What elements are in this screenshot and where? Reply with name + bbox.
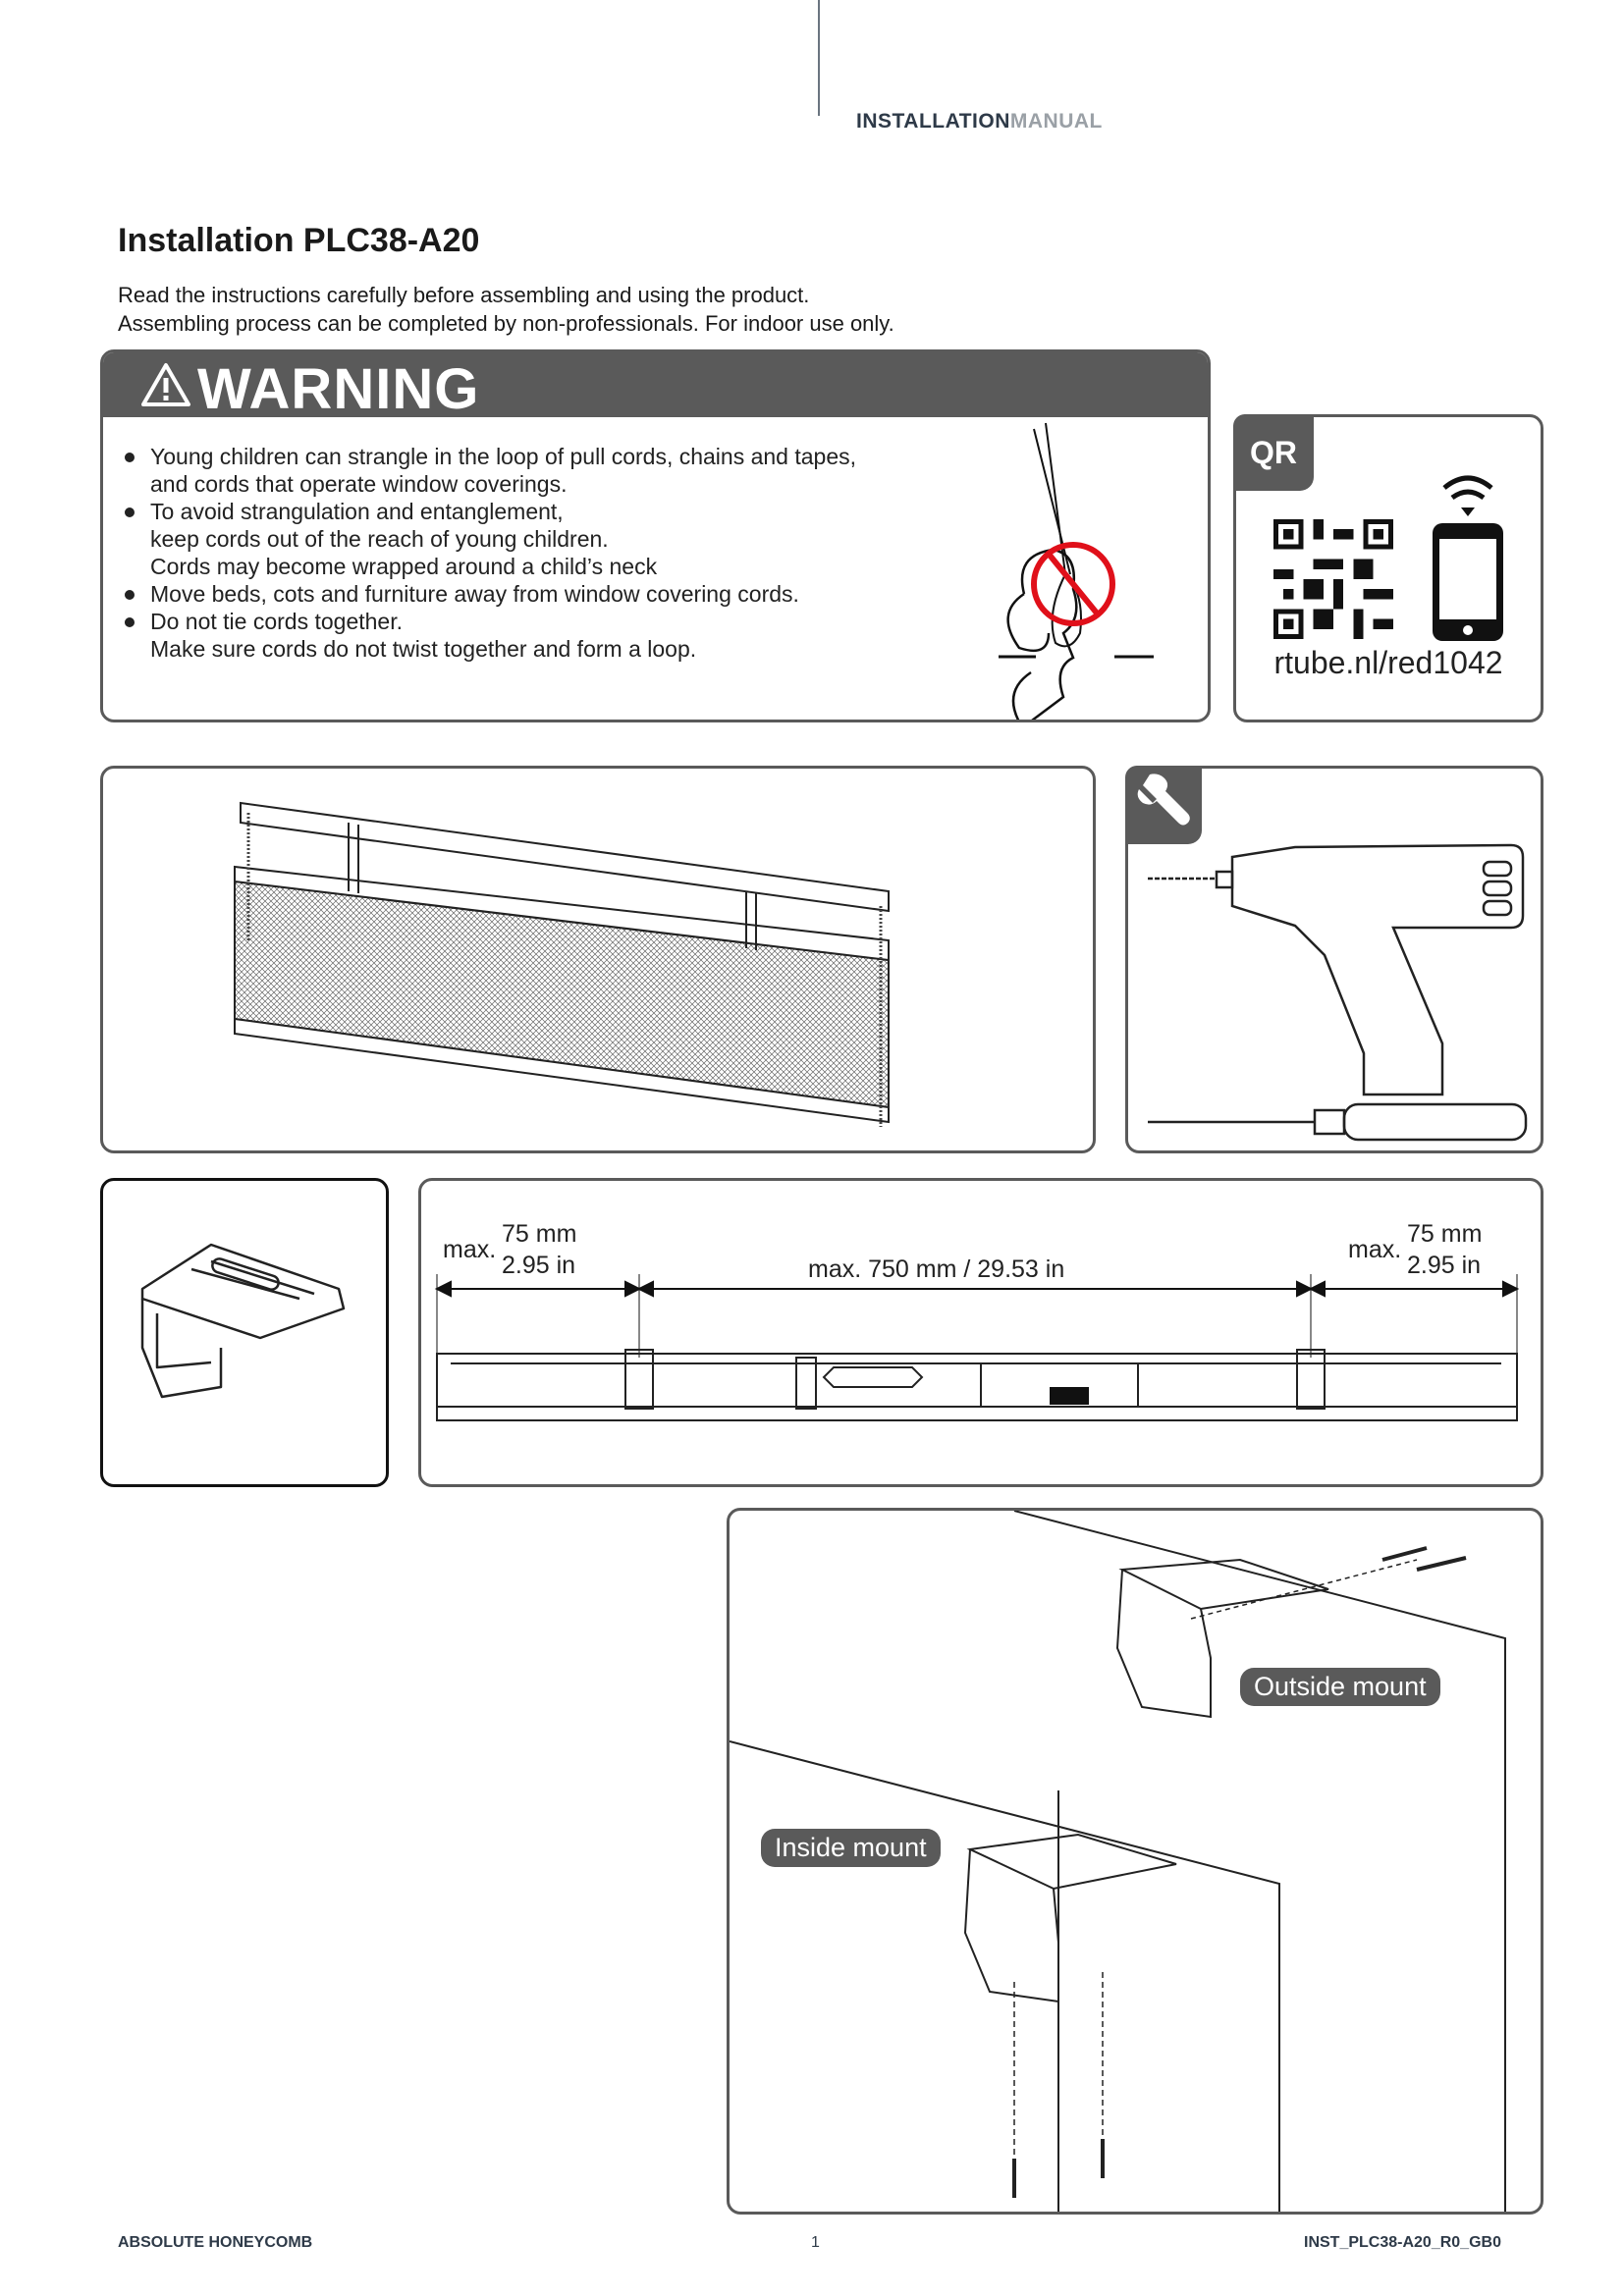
header-divider xyxy=(818,0,820,116)
intro-line: Read the instructions carefully before a… xyxy=(118,283,810,307)
warning-item: Young children can strangle in the loop … xyxy=(121,443,856,498)
warning-triangle-icon xyxy=(141,363,190,406)
page-title: Installation PLC38-A20 xyxy=(118,222,480,259)
child-cord-hazard-illustration xyxy=(999,422,1154,720)
dim-right-max: max. xyxy=(1348,1236,1402,1263)
warning-title: WARNING xyxy=(197,357,480,421)
intro-text: Read the instructions carefully before a… xyxy=(118,281,894,338)
dimensions-panel: max. 75 mm 2.95 in max. 750 mm / 29.53 i… xyxy=(418,1178,1543,1487)
dim-right-mm: 75 mm xyxy=(1407,1220,1483,1248)
warning-item: To avoid strangulation and entanglement,… xyxy=(121,498,856,580)
warning-panel: WARNING Young children can strangle in t… xyxy=(100,349,1211,722)
qr-panel: QR rtube.nl/red1042 xyxy=(1233,414,1543,722)
dim-left-in: 2.95 in xyxy=(502,1252,576,1279)
warning-header: WARNING xyxy=(103,352,1208,421)
qr-code[interactable] xyxy=(1273,519,1393,639)
wrench-icon xyxy=(1137,774,1190,826)
footer-page-number: 1 xyxy=(811,2234,820,2251)
warning-item: Move beds, cots and furniture away from … xyxy=(121,580,856,608)
dim-left-mm: 75 mm xyxy=(502,1220,577,1248)
warning-item: Do not tie cords together.Make sure cord… xyxy=(121,608,856,663)
headrail-dimension-drawing xyxy=(434,1274,1520,1421)
mounting-bracket-illustration xyxy=(140,1243,346,1399)
outside-mount-label: Outside mount xyxy=(1240,1668,1440,1706)
dim-right-in: 2.95 in xyxy=(1407,1252,1482,1279)
required-tools-panel xyxy=(1125,766,1543,1153)
qr-label: QR xyxy=(1233,414,1314,491)
drill-and-screwdriver-illustration xyxy=(1148,843,1528,1142)
honeycomb-blind-illustration xyxy=(234,801,890,1127)
header-installation: INSTALLATION xyxy=(856,110,1010,133)
tools-tab xyxy=(1125,766,1202,844)
mounting-options-panel: Outside mount Inside mount xyxy=(727,1508,1543,2215)
smartphone-wifi-icon xyxy=(1433,475,1503,641)
product-illustration-panel xyxy=(100,766,1096,1153)
warning-list: Young children can strangle in the loop … xyxy=(121,443,856,663)
bracket-panel xyxy=(100,1178,389,1487)
document-header: INSTALLATIONMANUAL xyxy=(856,110,1103,133)
footer-product-name: ABSOLUTE HONEYCOMB xyxy=(118,2234,313,2251)
inside-mount-label: Inside mount xyxy=(761,1829,941,1867)
mounting-illustration xyxy=(730,1511,1506,2212)
qr-url-link[interactable]: rtube.nl/red1042 xyxy=(1273,645,1503,680)
dim-left-max: max. xyxy=(443,1236,497,1263)
footer-document-code: INST_PLC38-A20_R0_GB0 xyxy=(1304,2234,1501,2251)
intro-line: Assembling process can be completed by n… xyxy=(118,311,894,336)
header-manual: MANUAL xyxy=(1009,110,1103,133)
dim-center: max. 750 mm / 29.53 in xyxy=(808,1255,1065,1283)
